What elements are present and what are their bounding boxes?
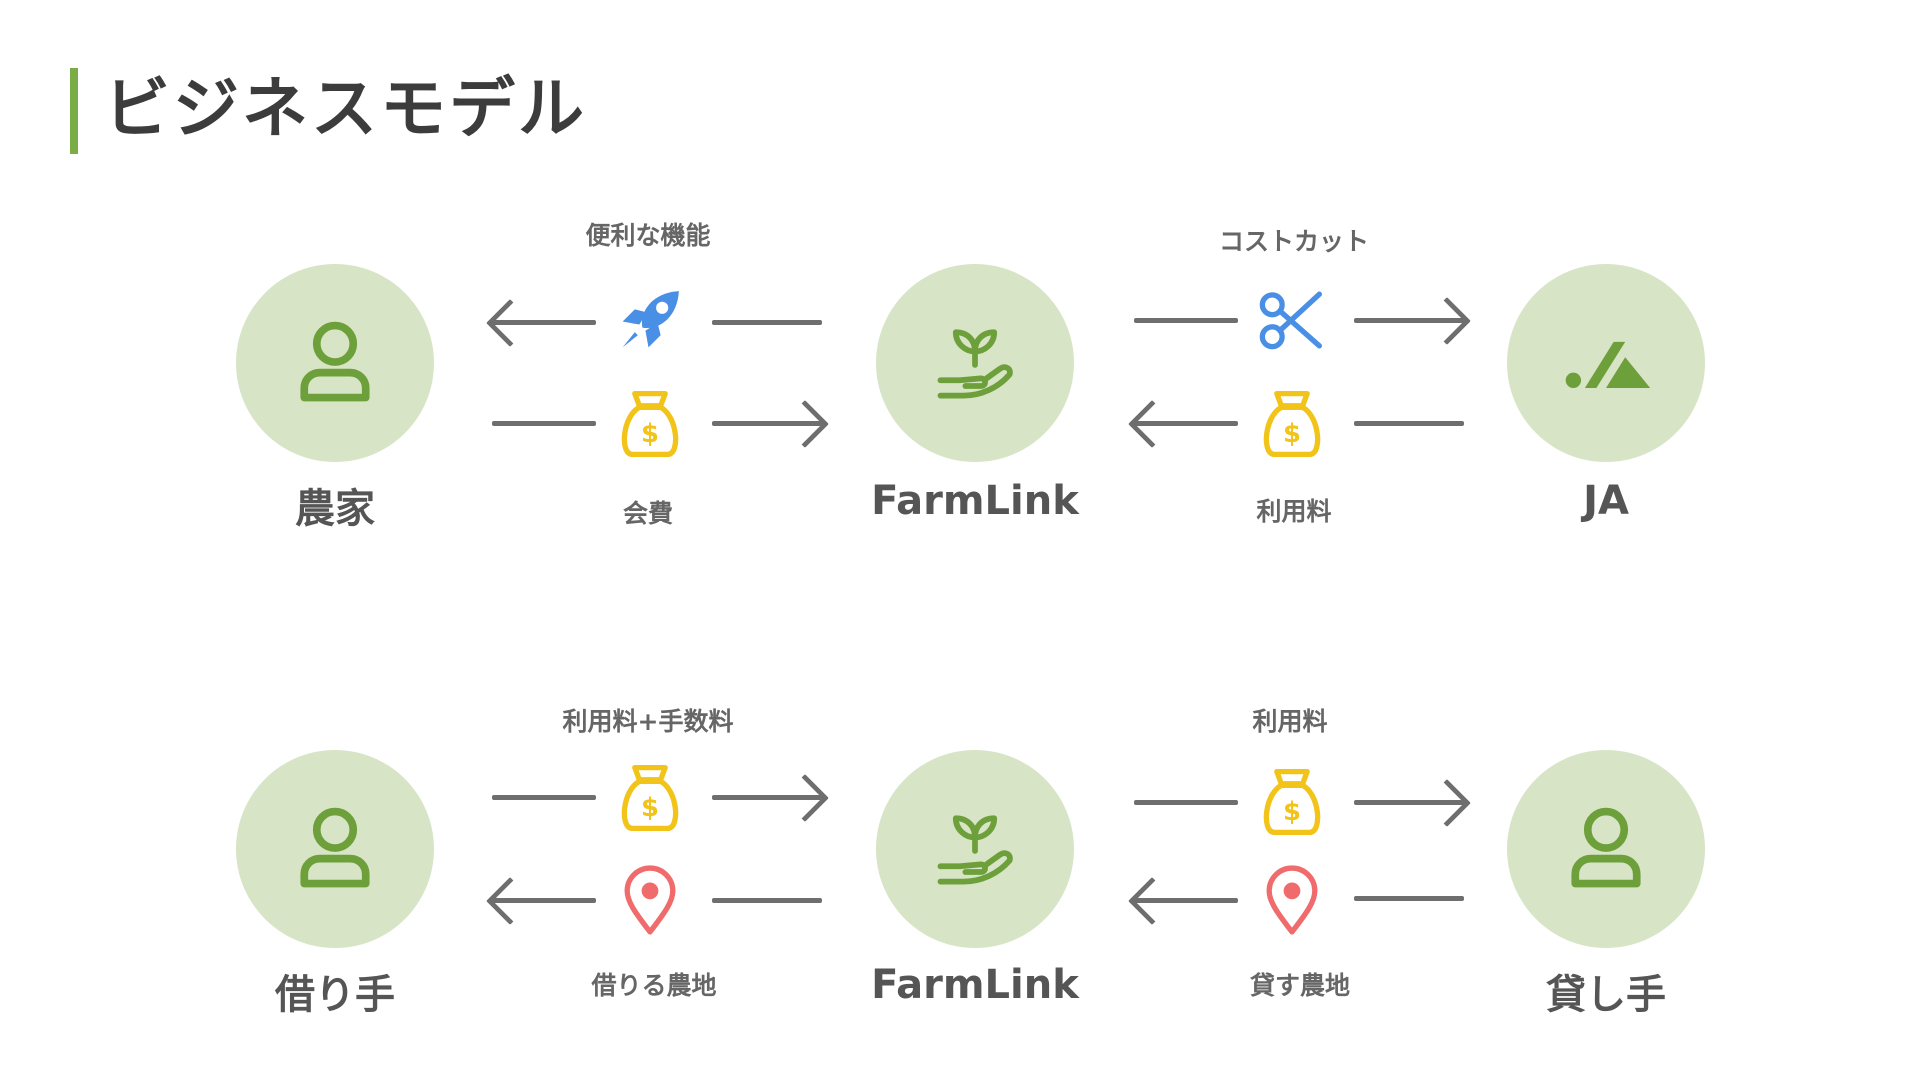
borrower-node — [236, 750, 434, 948]
arrow-line — [492, 320, 596, 325]
arrow-head-left-icon — [485, 298, 535, 348]
arrow-line — [1354, 421, 1464, 426]
arrow-line — [1354, 800, 1464, 805]
arrow-head-left-icon — [1127, 876, 1177, 926]
arrow-line — [492, 795, 596, 800]
fee-commission-label: 利用料+手数料 — [562, 707, 734, 736]
money-bag-icon: $ — [1254, 386, 1330, 462]
farmlink-label-row1: FarmLink — [871, 478, 1079, 524]
farmer-label: 農家 — [295, 486, 375, 532]
feature-label: 便利な機能 — [585, 221, 711, 250]
usage-fee-label-row2: 利用料 — [1252, 707, 1328, 736]
borrower-label: 借り手 — [275, 972, 395, 1018]
arrow-line — [1134, 421, 1238, 426]
arrow-line — [492, 421, 596, 426]
money-bag-icon: $ — [1254, 764, 1330, 840]
arrow-head-right-icon — [780, 399, 830, 449]
arrow-line — [712, 320, 822, 325]
arrow-line — [1354, 896, 1464, 901]
plant-hand-icon — [937, 815, 1013, 885]
scissors-icon — [1254, 282, 1330, 358]
arrow-line — [1354, 318, 1464, 323]
ja-logo — [1565, 341, 1651, 388]
lender-label: 貸し手 — [1546, 972, 1666, 1018]
usage-fee-label-row1: 利用料 — [1256, 497, 1332, 526]
title-accent-bar — [70, 68, 78, 154]
svg-text:$: $ — [641, 419, 659, 449]
arrow-head-right-icon — [1422, 778, 1472, 828]
arrow-line — [1134, 898, 1238, 903]
svg-text:$: $ — [1283, 419, 1301, 449]
svg-text:$: $ — [1283, 797, 1301, 827]
farmlink-label-row2: FarmLink — [871, 962, 1079, 1008]
page-title: ビジネスモデル — [104, 70, 587, 147]
arrow-head-right-icon — [780, 773, 830, 823]
person-icon — [300, 321, 370, 402]
arrow-line — [1134, 318, 1238, 323]
location-pin-icon — [612, 862, 688, 938]
person-icon — [1571, 807, 1641, 888]
money-bag-icon: $ — [612, 386, 688, 462]
arrow-head-left-icon — [485, 876, 535, 926]
membership-fee-label: 会費 — [622, 499, 673, 528]
plant-hand-icon — [937, 329, 1013, 399]
farmer-node — [236, 264, 434, 462]
location-pin-icon — [1254, 862, 1330, 938]
farmlink-node-row1 — [876, 264, 1074, 462]
money-bag-icon: $ — [612, 760, 688, 836]
arrow-line — [492, 898, 596, 903]
cost-cut-label: コストカット — [1218, 227, 1369, 256]
rocket-icon — [612, 282, 688, 358]
arrow-head-right-icon — [1422, 296, 1472, 346]
svg-text:$: $ — [641, 793, 659, 823]
lender-node — [1507, 750, 1705, 948]
lent-land-label: 貸す農地 — [1249, 971, 1350, 1000]
farmlink-node-row2 — [876, 750, 1074, 948]
arrow-line — [1134, 800, 1238, 805]
ja-node — [1507, 264, 1705, 462]
arrow-line — [712, 898, 822, 903]
ja-label: JA — [1583, 478, 1629, 524]
arrow-head-left-icon — [1127, 399, 1177, 449]
person-icon — [300, 807, 370, 888]
arrow-line — [712, 421, 822, 426]
borrowed-land-label: 借りる農地 — [591, 971, 717, 1000]
arrow-line — [712, 795, 822, 800]
